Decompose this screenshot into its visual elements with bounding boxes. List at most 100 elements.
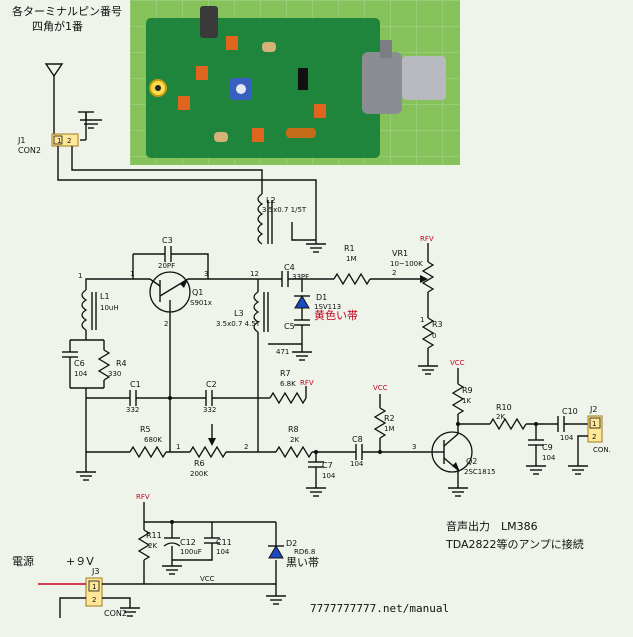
ground-symbol xyxy=(526,465,546,475)
capacitor-c10 xyxy=(557,416,565,432)
c4-ref: C4 xyxy=(284,263,295,272)
q2-part: 2SC1815 xyxy=(464,468,496,476)
ground-symbol xyxy=(306,487,326,497)
capacitor-c6 xyxy=(62,351,78,358)
connector-j2 xyxy=(587,415,603,443)
ground-symbol xyxy=(162,565,182,575)
d2-note: 黒い帯 xyxy=(286,556,319,569)
resistor-r7 xyxy=(269,391,307,405)
q1-part: S901x xyxy=(190,299,212,307)
r10-ref: R10 xyxy=(496,403,512,412)
r10-val: 2K xyxy=(496,413,505,421)
resistor-r10 xyxy=(489,417,527,431)
c8-val: 104 xyxy=(350,460,364,468)
resistor-r5 xyxy=(129,445,167,459)
capacitor-c3 xyxy=(164,246,172,262)
power-label-right: +９V xyxy=(66,555,94,568)
d1-ref: D1 xyxy=(316,293,327,302)
c6-val: 104 xyxy=(74,370,88,378)
c3-val: 20PF xyxy=(158,262,175,270)
ground-symbol xyxy=(120,607,140,617)
rfv-label-r7: RFV xyxy=(300,379,314,387)
j1-pin1: 1 xyxy=(57,137,61,145)
j2-name: CON. xyxy=(593,446,611,454)
ground-symbol xyxy=(306,228,326,253)
d1-note: 黄色い帯 xyxy=(314,308,358,322)
c8-ref: C8 xyxy=(352,435,363,444)
c10-ref: C10 xyxy=(562,407,578,416)
resistor-r4 xyxy=(97,349,111,381)
r7-val: 6.8K xyxy=(280,380,296,388)
ground-symbol xyxy=(448,487,468,497)
r5-val: 680K xyxy=(144,436,162,444)
j3-pin2: 2 xyxy=(92,596,96,604)
ground-symbol xyxy=(266,595,286,605)
q1-pin1: 1 xyxy=(130,270,134,278)
varicap-d1 xyxy=(294,295,310,309)
resistor-r1 xyxy=(333,272,371,286)
ground-symbol xyxy=(568,465,588,475)
capacitor-c4 xyxy=(281,271,289,287)
c12-ref: C12 xyxy=(180,538,196,547)
l3-pin12: 12 xyxy=(250,270,259,278)
j1-pin2: 2 xyxy=(67,137,71,145)
inductor-l2 xyxy=(257,193,273,245)
d2-part: RD6.8 xyxy=(294,548,315,556)
zener-d2 xyxy=(268,545,284,559)
c2-ref: C2 xyxy=(206,380,217,389)
r4-ref: R4 xyxy=(116,359,127,368)
ground-symbol xyxy=(292,351,312,361)
j2-pin2: 2 xyxy=(592,433,596,441)
c12-val: 100uF xyxy=(180,548,202,556)
vr1-pin2: 2 xyxy=(392,269,396,277)
r11-val: 2K xyxy=(148,542,157,550)
audio-note-line1: 音声出力 LM386 xyxy=(446,519,538,533)
l2-spec: 3.5x0.7 1/5T xyxy=(262,206,307,214)
r9-val: 1K xyxy=(462,397,471,405)
q1-pin3: 3 xyxy=(204,270,208,278)
c11-val: 104 xyxy=(216,548,230,556)
resistor-r3 xyxy=(421,317,435,349)
c7-val: 104 xyxy=(322,472,336,480)
q2-ref: Q2 xyxy=(466,457,477,466)
r11-ref: R11 xyxy=(146,531,162,540)
c1-val: 332 xyxy=(126,406,139,414)
resistor-r8 xyxy=(275,445,313,459)
r1-ref: R1 xyxy=(344,244,355,253)
r7-ref: R7 xyxy=(280,369,291,378)
r5-ref: R5 xyxy=(140,425,151,434)
d2-ref: D2 xyxy=(286,539,297,548)
rfv-label-power: RFV xyxy=(136,493,150,501)
c5-ref: C5 xyxy=(284,322,295,331)
footer-url: 7777777777.net/manual xyxy=(310,602,449,615)
power-label-left: 電源 xyxy=(12,554,34,568)
r1-val: 1M xyxy=(346,255,357,263)
l2-ref: L2 xyxy=(266,196,276,205)
j1-name: CON2 xyxy=(18,146,41,155)
resistor-r11 xyxy=(137,529,151,561)
pcb-photo xyxy=(130,0,460,165)
vcc-label-r9: VCC xyxy=(450,359,465,367)
c6-ref: C6 xyxy=(74,359,85,368)
j2-ref: J2 xyxy=(589,405,597,414)
capacitor-c12 xyxy=(163,537,181,547)
r8-val: 2K xyxy=(290,436,299,444)
transistor-q1 xyxy=(149,271,191,322)
c10-val: 104 xyxy=(560,434,574,442)
c9-val: 104 xyxy=(542,454,556,462)
q1-ref: Q1 xyxy=(192,288,203,297)
ground-symbol xyxy=(80,112,102,129)
capacitor-c8 xyxy=(355,444,363,460)
c5-val: 471 xyxy=(276,348,289,356)
c1-ref: C1 xyxy=(130,380,141,389)
l1-pin1: 1 xyxy=(78,272,82,280)
q2-pin3: 3 xyxy=(412,443,416,451)
c4-val: 33PF xyxy=(292,273,309,281)
j3-pin1: 1 xyxy=(92,583,96,591)
vcc-label-power: VCC xyxy=(200,575,215,583)
r6-pin1: 1 xyxy=(176,443,180,451)
header-line2: 四角が1番 xyxy=(32,19,83,33)
r8-ref: R8 xyxy=(288,425,299,434)
vr1-val: 10~100K xyxy=(390,260,423,268)
